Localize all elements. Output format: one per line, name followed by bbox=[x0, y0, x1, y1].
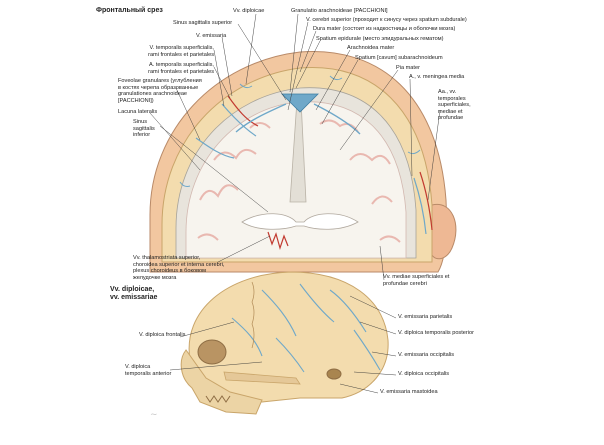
leader-line-22 bbox=[169, 361, 263, 371]
label-a-v-meningea-media: A., v. meningea media bbox=[409, 74, 465, 80]
leader-line-23 bbox=[371, 351, 397, 357]
coronal-suture bbox=[251, 281, 255, 349]
leader-line-5 bbox=[175, 87, 201, 141]
label-sinus-sagittalis-superior: Sinus sagittalis superior bbox=[173, 20, 233, 26]
leader-line-0 bbox=[245, 13, 257, 85]
scalp-vessels bbox=[195, 95, 433, 235]
label-arachnoidea-mater: Arachnoidea mater bbox=[347, 45, 395, 51]
label-foveolae-granulares: Foveolae granulares (углубления в костях… bbox=[118, 78, 202, 104]
leader-line-1 bbox=[237, 23, 287, 101]
choroid-plexus bbox=[267, 231, 289, 251]
leader-lines bbox=[149, 13, 441, 394]
label-aa-vv-temporales: Aa., vv. temporales superficiales, media… bbox=[438, 89, 471, 122]
leader-line-21 bbox=[359, 321, 397, 335]
teeth bbox=[205, 395, 231, 403]
leader-line-2 bbox=[221, 36, 233, 97]
orbit bbox=[197, 339, 227, 365]
label-vv-thalamostriata: Vv. thalamostriata superior, choroidea s… bbox=[133, 255, 225, 281]
leader-line-13 bbox=[321, 59, 359, 125]
label-v-cerebri-superior: V. cerebri superior (проходит к синусу ч… bbox=[306, 17, 467, 23]
leader-line-17 bbox=[217, 235, 271, 263]
leader-line-15 bbox=[409, 78, 413, 177]
leader-line-4 bbox=[213, 66, 231, 99]
label-v-diploica-temporalis-posterior: V. diploica temporalis posterior bbox=[398, 330, 474, 336]
leader-line-18 bbox=[379, 245, 385, 281]
label-a-temporalis-superficialis: A. temporalis superficialis, rami fronta… bbox=[148, 62, 214, 75]
superior-sagittal-sinus bbox=[281, 93, 319, 113]
leader-line-24 bbox=[353, 371, 397, 376]
label-v-emissaria-mastoidea: V. emissaria mastoidea bbox=[380, 389, 438, 395]
label-pia-mater: Pia mater bbox=[396, 65, 420, 71]
cortical-gyri bbox=[197, 119, 401, 243]
leader-line-12 bbox=[315, 49, 351, 111]
leader-line-9 bbox=[287, 21, 309, 111]
label-v-emissaria-occipitalis: V. emissaria occipitalis bbox=[398, 352, 455, 358]
skull-diploic-veins bbox=[231, 283, 381, 373]
leader-line-25 bbox=[339, 383, 379, 394]
label-v-emissaria: V. emissaria bbox=[196, 33, 227, 39]
label-spatium-subarachnoideum: Spatium [cavum] subarachnoideum bbox=[355, 55, 443, 61]
bottom-section-title: Vv. diploicae, vv. emissariae bbox=[110, 286, 158, 301]
label-v-diploica-occipitalis: V. diploica occipitalis bbox=[398, 371, 450, 377]
label-vv-diploicae: Vv. diploicae bbox=[233, 8, 265, 14]
diploic-veins bbox=[179, 75, 421, 187]
label-lacuna-lateralis: Lacuna lateralis bbox=[118, 109, 158, 115]
top-section-title: Фронтальный срез bbox=[96, 7, 163, 14]
label-spatium-epidurale: Spatium epidurale (место эпидуральных ге… bbox=[316, 36, 444, 42]
leader-line-6 bbox=[149, 112, 201, 171]
leader-line-11 bbox=[295, 40, 321, 89]
label-granulatio-arachnoideae: Granulatio arachnoideae [PACCHIONI] bbox=[291, 8, 388, 14]
leader-line-10 bbox=[299, 30, 317, 73]
label-v-emissaria-parietalis: V. emissaria parietalis bbox=[398, 314, 453, 320]
leader-line-16 bbox=[427, 109, 441, 201]
leader-line-14 bbox=[339, 69, 399, 151]
leader-line-7 bbox=[159, 125, 269, 213]
label-v-diploica-temporalis-anterior: V. diploica temporalis anterior bbox=[125, 364, 172, 377]
label-sinus-sagittalis-inferior: Sinus sagittalis inferior bbox=[133, 119, 155, 139]
leader-line-19 bbox=[349, 295, 397, 319]
artist-signature-mark: ~ bbox=[150, 410, 158, 420]
label-vv-mediae-superficiales: Vv. mediae superficiales et profundae ce… bbox=[383, 274, 450, 287]
label-dura-mater: Dura mater (состоит из надкостницы и обо… bbox=[313, 26, 456, 32]
skull-face bbox=[180, 349, 263, 415]
ear bbox=[429, 203, 457, 260]
skull-lateral-illustration bbox=[180, 271, 389, 415]
label-v-diploica-frontalis: V. diploica frontalis bbox=[139, 332, 186, 338]
leader-line-3 bbox=[213, 49, 225, 107]
external-acoustic-meatus bbox=[326, 368, 342, 380]
zygomatic-arch bbox=[223, 371, 301, 385]
leader-line-8 bbox=[289, 13, 299, 93]
label-v-temporalis-superficialis: V. temporalis superficialis, rami fronta… bbox=[148, 45, 214, 58]
leader-line-20 bbox=[179, 321, 235, 338]
lateral-ventricles bbox=[241, 213, 359, 230]
